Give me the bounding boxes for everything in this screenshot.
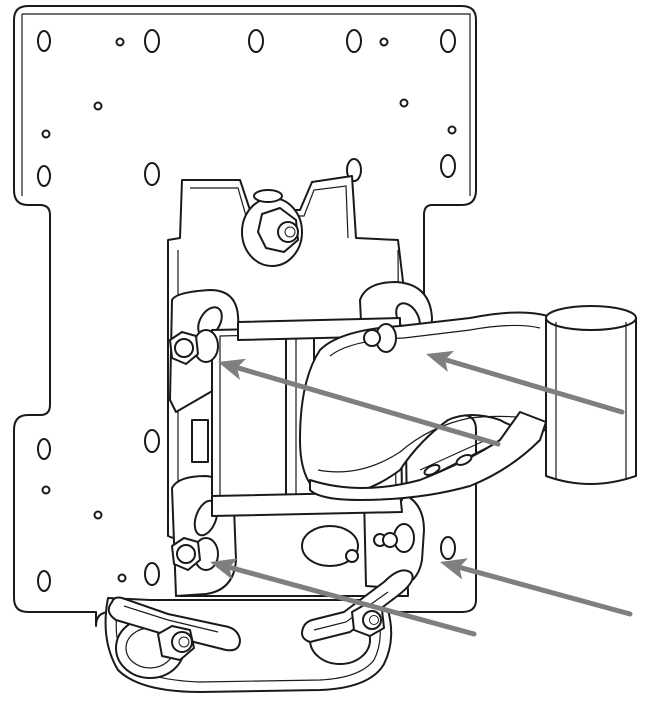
arrow-shaft — [444, 357, 625, 415]
arrow-head — [426, 350, 455, 372]
locking-lever-right — [301, 569, 414, 643]
arrow-head — [210, 558, 238, 580]
plate-holes — [37, 29, 457, 592]
plate-edge — [21, 13, 471, 196]
pivot-bolt — [171, 537, 219, 571]
pivot-bolts — [169, 323, 415, 571]
arrow-head — [218, 358, 247, 380]
arrow-upper-left — [218, 358, 501, 447]
pivot-bolt — [382, 523, 415, 553]
locking-levers — [107, 569, 414, 661]
pivot-bolt — [169, 329, 219, 365]
arm-tube — [545, 305, 637, 485]
arrow-shaft — [458, 565, 633, 617]
locking-lever-left — [107, 596, 241, 661]
arrow-shaft — [228, 565, 477, 637]
arrow-lower-right — [440, 558, 633, 617]
top-nut — [241, 189, 303, 267]
arrow-shaft — [236, 365, 501, 447]
arrow-lower-left — [210, 558, 477, 637]
arrow-upper-right — [426, 350, 625, 415]
arrow-head — [440, 558, 468, 580]
support-arm — [299, 311, 553, 501]
pivot-bolt — [363, 323, 397, 353]
callout-arrows — [210, 350, 633, 637]
